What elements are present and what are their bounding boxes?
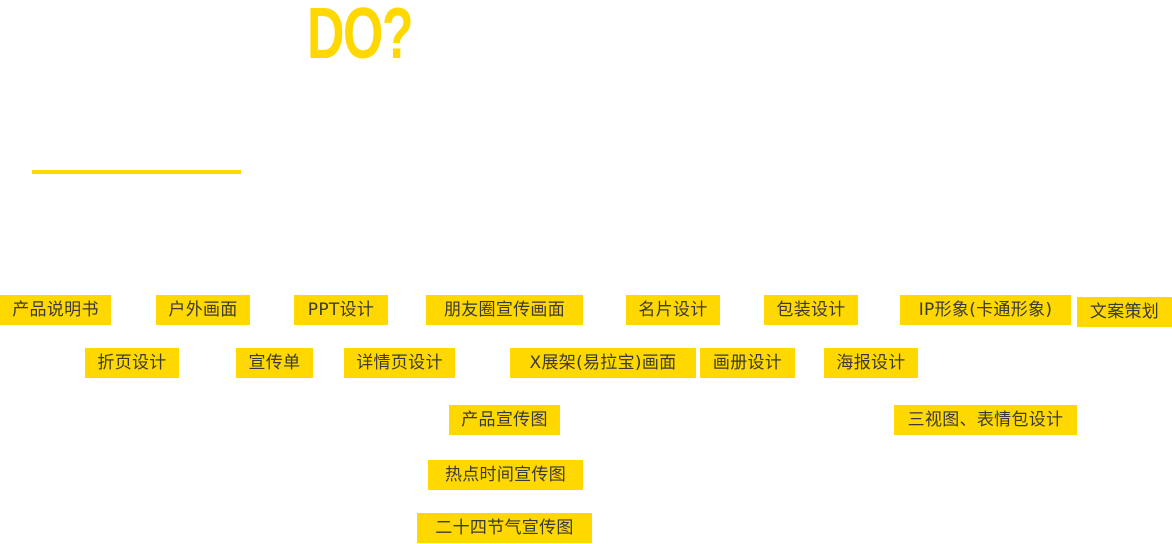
service-tag: 热点时间宣传图 <box>428 460 583 490</box>
accent-divider <box>32 170 241 174</box>
service-tag: 产品说明书 <box>0 295 111 325</box>
service-tag: IP形象(卡通形象) <box>900 295 1071 325</box>
service-tag: 画册设计 <box>700 348 795 378</box>
service-tag: X展架(易拉宝)画面 <box>510 348 696 378</box>
headline: DO? <box>307 0 414 74</box>
service-tag: 名片设计 <box>626 295 720 325</box>
service-tag: 详情页设计 <box>344 348 455 378</box>
service-tag: PPT设计 <box>294 295 388 325</box>
service-tag: 宣传单 <box>236 348 313 378</box>
service-tag: 产品宣传图 <box>449 405 560 435</box>
service-tag: 朋友圈宣传画面 <box>426 295 583 325</box>
service-tag: 包装设计 <box>764 295 858 325</box>
service-tag: 折页设计 <box>85 348 179 378</box>
service-tag: 海报设计 <box>824 348 918 378</box>
service-tag: 户外画面 <box>156 295 250 325</box>
service-tag: 文案策划 <box>1077 297 1172 327</box>
service-tag: 二十四节气宣传图 <box>417 513 592 543</box>
service-tag: 三视图、表情包设计 <box>894 405 1077 435</box>
